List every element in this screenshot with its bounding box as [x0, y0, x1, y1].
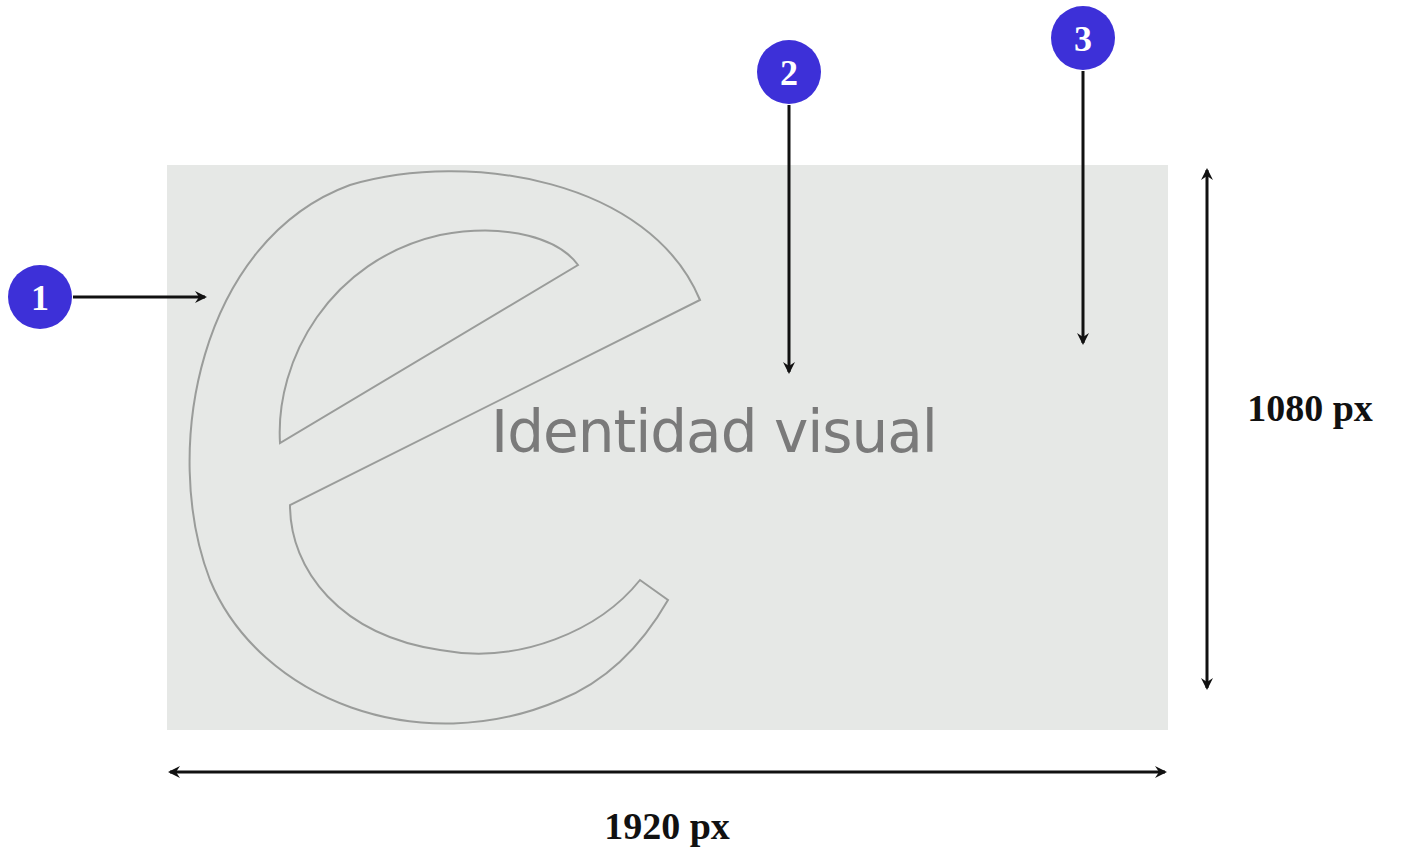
paper-photo [167, 165, 1168, 730]
leader-arrow [1082, 71, 1085, 343]
leader-arrow [788, 105, 791, 372]
leader-arrow [73, 296, 205, 299]
dimension-arrow [1206, 170, 1209, 688]
callout-circle [8, 265, 72, 329]
dimension-arrow [170, 771, 1165, 774]
dimension-label: 1080 px [1247, 389, 1373, 427]
callout-number: 2 [780, 55, 798, 91]
callout-circle [1051, 6, 1115, 70]
dimension-label: 1920 px [604, 807, 730, 845]
callout-number: 1 [31, 280, 49, 316]
callout-circle [757, 40, 821, 104]
handwritten-title: Identidad visual [491, 403, 937, 461]
callout-number: 3 [1074, 21, 1092, 57]
